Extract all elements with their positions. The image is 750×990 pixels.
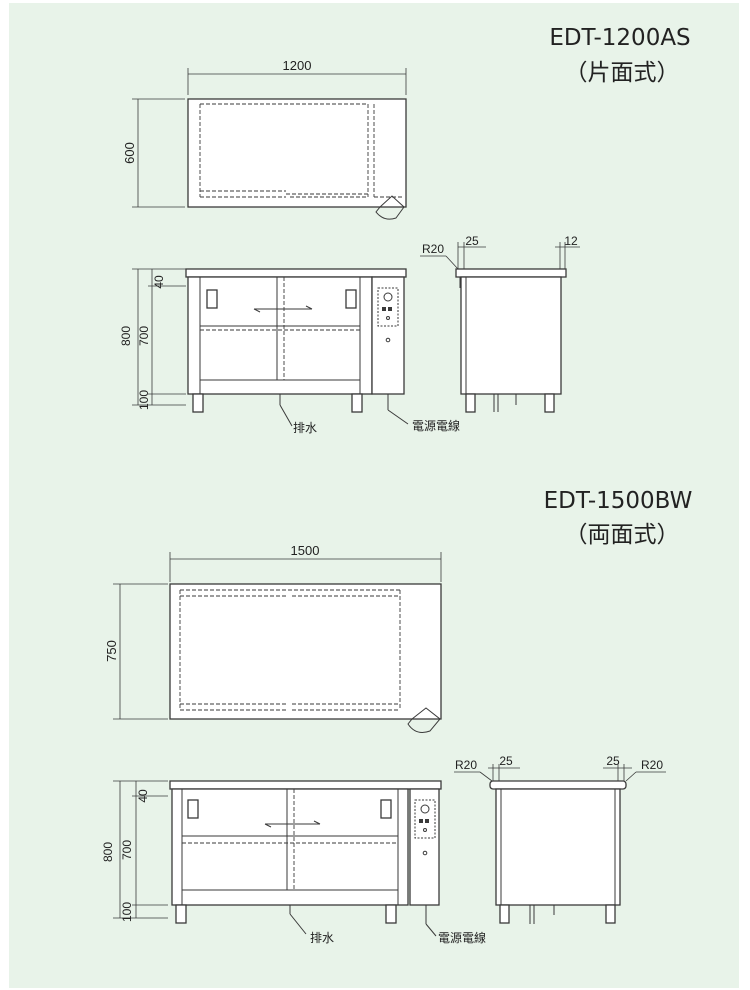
side-view: R20 25 12 xyxy=(420,234,580,413)
plan-view: 1500 750 xyxy=(104,543,442,733)
depth-dimension: 600 xyxy=(122,142,137,164)
depth-dimension: 750 xyxy=(104,640,119,662)
control-box-outline xyxy=(407,707,441,733)
width-dimension: 1200 xyxy=(283,58,312,73)
drain-label: 排水 xyxy=(293,421,317,435)
body-height-dimension: 700 xyxy=(120,840,134,860)
model-name: EDT-1500BW xyxy=(544,488,693,514)
height-dimension: 800 xyxy=(101,842,115,862)
model-type: （片面式） xyxy=(565,60,680,86)
front-view: 800 700 40 100 xyxy=(119,268,460,435)
side-view: R20 25 25 R20 xyxy=(454,754,666,924)
door-handle-right xyxy=(345,289,357,309)
width-dimension: 1500 xyxy=(291,543,320,558)
leg xyxy=(385,904,397,924)
leg-height-dimension: 100 xyxy=(137,390,151,410)
leg-height-dimension: 100 xyxy=(120,902,134,922)
front-overhang-label: 25 xyxy=(499,754,513,768)
unit-edt-1200as: EDT-1200AS （片面式） 1200 600 800 xyxy=(119,25,691,435)
plan-view: 1200 600 xyxy=(122,58,407,220)
leg xyxy=(192,393,204,413)
door-handle-right xyxy=(380,799,392,819)
front-radius-label: R20 xyxy=(422,242,444,256)
slide-arrow xyxy=(264,820,321,828)
door-handle-left xyxy=(187,799,199,819)
back-radius-label: R20 xyxy=(641,758,663,772)
drain-label: 排水 xyxy=(310,931,334,945)
model-type: （両面式） xyxy=(565,522,680,548)
front-overhang-label: 25 xyxy=(465,234,479,248)
control-panel xyxy=(371,276,405,395)
back-overhang-label: 25 xyxy=(606,754,620,768)
top-thickness-dimension: 40 xyxy=(152,275,166,289)
top-thickness-dimension: 40 xyxy=(136,789,150,803)
body-height-dimension: 700 xyxy=(137,326,151,346)
control-box-outline xyxy=(375,195,405,220)
slide-arrow xyxy=(253,305,313,313)
power-cord-label: 電源電線 xyxy=(438,930,486,945)
leg xyxy=(351,393,363,413)
leg xyxy=(175,904,187,924)
door-handle-left xyxy=(206,289,218,309)
height-dimension: 800 xyxy=(119,326,133,346)
model-name: EDT-1200AS xyxy=(549,25,690,51)
power-cord-label: 電源電線 xyxy=(412,418,460,433)
control-panel xyxy=(409,788,440,906)
unit-edt-1500bw: EDT-1500BW （両面式） 1500 750 xyxy=(101,488,692,945)
front-view: 800 700 40 100 xyxy=(101,780,486,945)
front-radius-label: R20 xyxy=(455,758,477,772)
back-overhang-label: 12 xyxy=(564,234,578,248)
